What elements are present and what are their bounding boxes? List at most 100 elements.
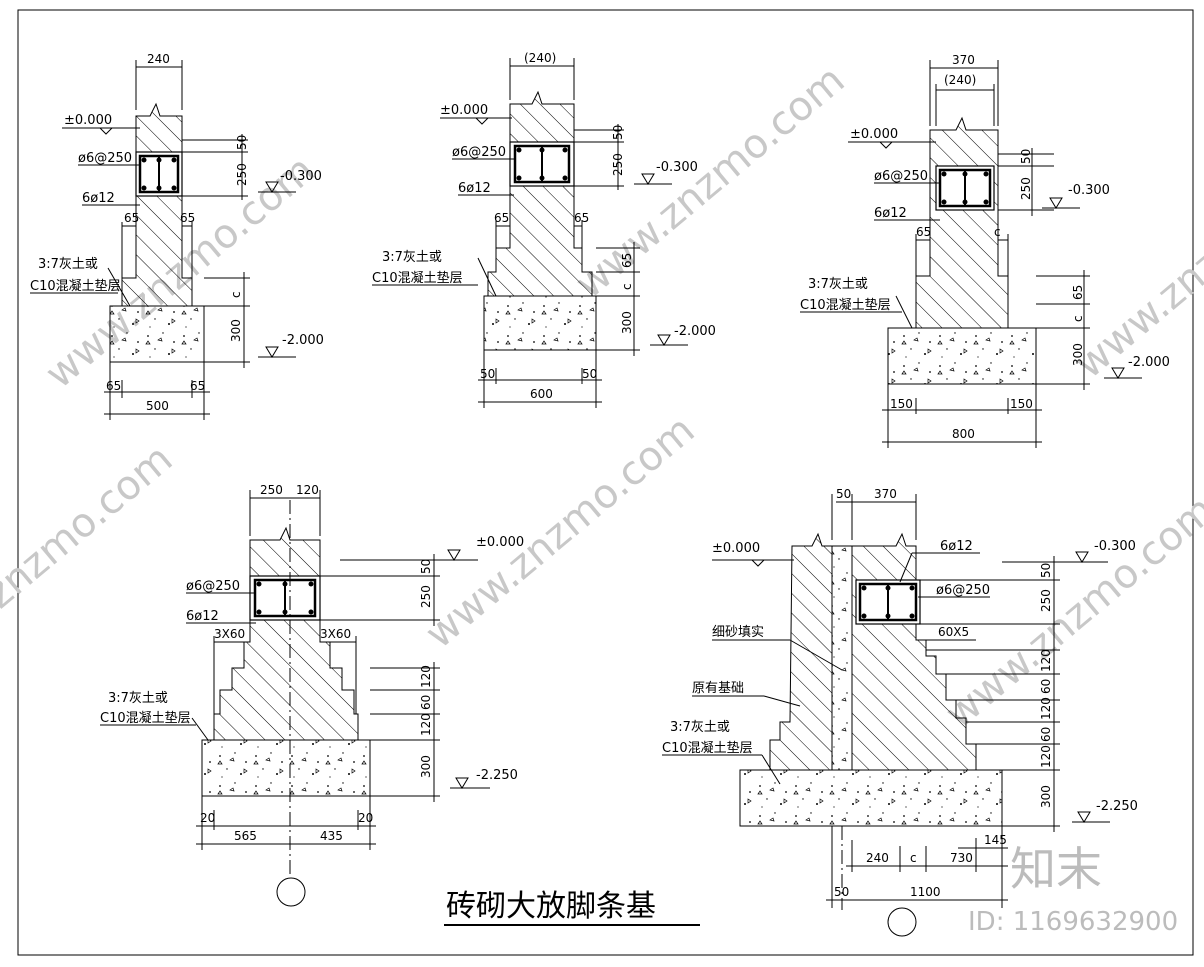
svg-text:znzmo.com: znzmo.com: [0, 436, 181, 618]
dim-off-r: 65: [180, 211, 195, 225]
dim-step-r: 3X60: [320, 627, 351, 641]
elev-top: ±0.000: [476, 535, 524, 550]
dim-50: 50: [1019, 149, 1033, 164]
elev-top: ±0.000: [712, 541, 760, 556]
dim-250: 250: [419, 585, 433, 608]
elev-bot: -2.250: [476, 768, 518, 783]
drawing-title: 砖砌大放脚条基: [446, 889, 656, 924]
dim-gap: 50: [836, 487, 851, 501]
brick-footing: [851, 532, 977, 771]
dim-65v: 65: [1071, 285, 1085, 300]
dim-730: 730: [950, 851, 973, 865]
watermark-brand: 知末: [1010, 842, 1102, 896]
rebar-stirrup: ø6@250: [452, 145, 506, 160]
dim-right: 435: [320, 829, 343, 843]
dim-off-l: 65: [124, 211, 139, 225]
dim-60a: 60: [1039, 679, 1053, 694]
dim-wall-r: 120: [296, 483, 319, 497]
dim-off-l: 65: [916, 225, 931, 239]
axis-bubble: [276, 877, 306, 907]
rebar-stirrup: ø6@250: [186, 579, 240, 594]
rebar-main: 6ø12: [940, 539, 973, 554]
dim-wall: (240): [524, 51, 556, 65]
svg-text:www.znzmo.com: www.znzmo.com: [567, 57, 854, 308]
dim-50: 50: [1039, 563, 1053, 578]
cushion-line2: C10混凝土垫层: [800, 297, 891, 313]
rebar-main: 6ø12: [458, 181, 491, 196]
dim-edge-l: 50: [480, 367, 495, 381]
elev-bot: -2.250: [1096, 799, 1138, 814]
sheet-border: [17, 9, 1194, 956]
dim-wall2: (240): [944, 73, 976, 87]
dim-300: 300: [1039, 785, 1053, 808]
rebar-stirrup: ø6@250: [874, 169, 928, 184]
rebar-stirrup: ø6@250: [78, 151, 132, 166]
dim-300: 300: [1071, 343, 1085, 366]
dim-edge-r: 50: [582, 367, 597, 381]
dim-off-r: 65: [574, 211, 589, 225]
dim-edge-r: 65: [190, 379, 205, 393]
detail-2: (240) ±0.000 ø6@250 6ø12 50 250 -0.300 6…: [372, 51, 716, 408]
watermark-id: ID: 1169632900: [968, 907, 1178, 937]
dim-edge-l: 20: [200, 811, 215, 825]
dim-c: c: [229, 291, 243, 298]
dim-240: 240: [866, 851, 889, 865]
dim-wall-l: 250: [260, 483, 283, 497]
svg-text:www.znzmo.com: www.znzmo.com: [1067, 137, 1204, 388]
detail-1: 240 ±0.000 ø6@250 6ø12 50 250 -0.300 65 …: [30, 52, 324, 420]
elev-bot: -2.000: [282, 333, 324, 348]
elev-top: ±0.000: [440, 103, 488, 118]
detail-3: 370 (240) ±0.000 ø6@250 6ø12 50 250 -0.3…: [800, 53, 1170, 448]
dim-145: 145: [984, 833, 1007, 847]
elev-mid: -0.300: [1068, 183, 1110, 198]
cushion-line1: 3:7灰土或: [38, 257, 98, 272]
cushion-line1: 3:7灰土或: [108, 691, 168, 706]
dim-120a: 120: [419, 665, 433, 688]
dim-300: 300: [229, 319, 243, 342]
dim-300: 300: [620, 311, 634, 334]
dim-120c: 120: [1039, 745, 1053, 768]
elev-mid: -0.300: [656, 160, 698, 175]
dim-1100: 1100: [910, 885, 941, 899]
dim-300: 300: [419, 755, 433, 778]
cushion-line2: C10混凝土垫层: [372, 270, 463, 286]
axis-bubble: [887, 907, 917, 937]
dim-50: 50: [419, 559, 433, 574]
dim-left: 565: [234, 829, 257, 843]
dim-wall: 370: [952, 53, 975, 67]
dim-50: 50: [235, 135, 249, 150]
dim-edge-l: 65: [106, 379, 121, 393]
detail-4: 250 120 ø6@250 6ø12 3X60 3X60 50 250 ±0.…: [100, 483, 524, 907]
detail-5: 50 370 ±0.000 6ø12 ø6@250 细砂填实 原有基础 3:7灰…: [662, 487, 1138, 937]
concrete-cushion: [109, 305, 205, 363]
dim-edge-l: 150: [890, 397, 913, 411]
dim-50: 50: [611, 125, 625, 140]
rebar-main: 6ø12: [186, 609, 219, 624]
dim-120a: 120: [1039, 649, 1053, 672]
cushion-line2: C10混凝土垫层: [30, 278, 121, 294]
dim-wall: 370: [874, 487, 897, 501]
dim-250: 250: [235, 163, 249, 186]
concrete-cushion: [887, 327, 1037, 385]
dim-width: 800: [952, 427, 975, 441]
dim-60b: 60: [1039, 727, 1053, 742]
dim-250: 250: [1019, 177, 1033, 200]
dim-step: 60X5: [938, 625, 969, 639]
note-sand: 细砂填实: [712, 625, 764, 640]
dim-250: 250: [1039, 589, 1053, 612]
cushion-line2: C10混凝土垫层: [662, 740, 753, 756]
cushion-line2: C10混凝土垫层: [100, 710, 191, 726]
dim-120b: 120: [419, 713, 433, 736]
concrete-cushion: [483, 295, 597, 351]
cushion-line1: 3:7灰土或: [382, 250, 442, 265]
rebar-main: 6ø12: [874, 206, 907, 221]
dim-off-l: 65: [494, 211, 509, 225]
dim-c: c: [1071, 315, 1085, 322]
brick-footing: [915, 116, 1009, 329]
svg-text:www.znzmo.com: www.znzmo.com: [417, 407, 704, 658]
elev-bot: -2.000: [1128, 355, 1170, 370]
dim-edge-r: 150: [1010, 397, 1033, 411]
rebar-main: 6ø12: [82, 191, 115, 206]
elev-mid: -0.300: [1094, 539, 1136, 554]
existing-foundation: [769, 532, 833, 771]
